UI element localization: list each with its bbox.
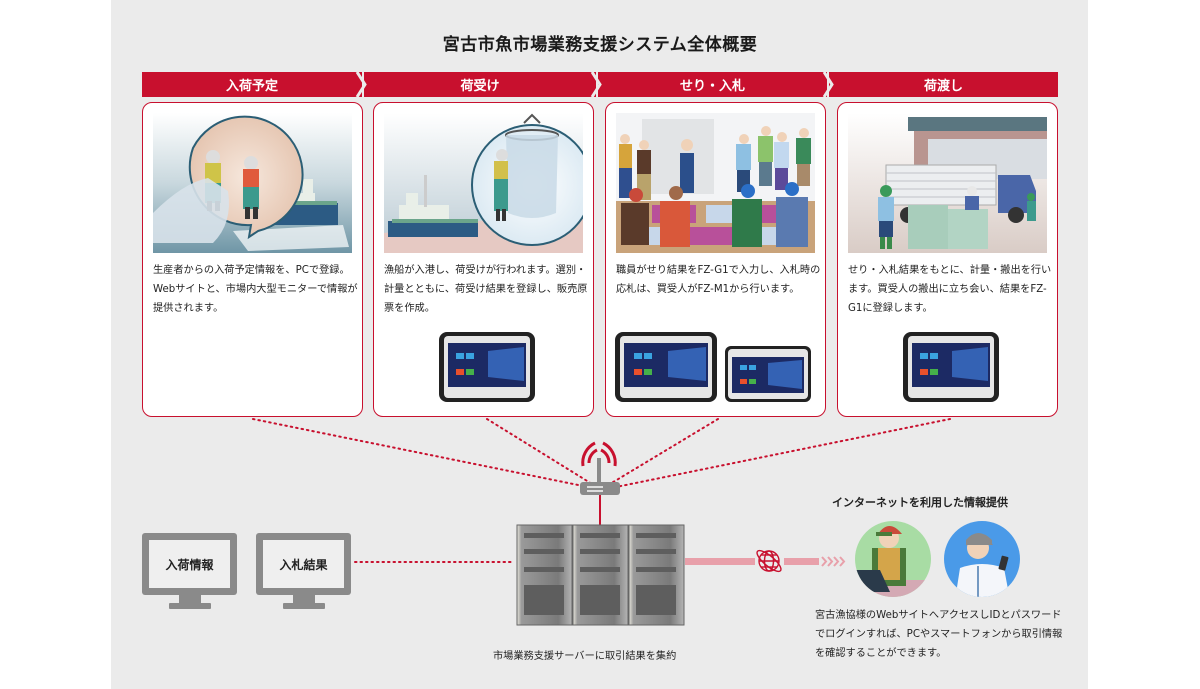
monitor-label: 入荷情報 — [149, 540, 230, 588]
chevron-right-icon — [590, 72, 602, 97]
chevron-right-icon — [822, 72, 834, 97]
diagram-title: 宮古市魚市場業務支援システム全体概要 — [442, 35, 758, 55]
step-description: 職員がせり結果をFZ-G1で入力し、入札時の応札は、買受人がFZ-M1から行いま… — [616, 265, 821, 295]
step-card-3: 職員がせり結果をFZ-G1で入力し、入札時の応札は、買受人がFZ-M1から行いま… — [605, 102, 826, 417]
link-line-card-1 — [252, 418, 589, 488]
step-description: 漁船が入港し、荷受けが行われます。選別・計量とともに、荷受け結果を登録し、販売原… — [384, 265, 588, 314]
shipping-illustration — [848, 113, 1047, 253]
unloading-illustration — [384, 113, 583, 253]
process-step-bar: 入荷予定 荷受け せり・入札 荷渡し — [142, 72, 1058, 97]
step-header-2: 荷受け — [364, 72, 596, 97]
wireless-router-icon — [580, 441, 620, 495]
internet-section-title: インターネットを利用した情報提供 — [832, 496, 1008, 509]
internet-link-line — [685, 558, 755, 565]
link-line-card-3 — [609, 418, 719, 485]
tablet-fz-g1-icon — [615, 332, 717, 402]
server-caption: 市場業務支援サーバーに取引結果を集約 — [493, 651, 677, 662]
arrow-chevrons-icon — [821, 556, 846, 567]
step-description: せり・入札結果をもとに、計量・搬出を行います。買受人の搬出に立ち会い、結果をFZ… — [848, 265, 1052, 314]
globe-icon — [756, 549, 782, 573]
fishermen-illustration — [153, 113, 352, 253]
tablet-fz-m1-icon — [725, 346, 811, 402]
step-header-1: 入荷予定 — [142, 72, 362, 97]
link-line-card-2 — [486, 418, 593, 485]
auction-illustration — [616, 113, 815, 253]
internet-link-line — [784, 558, 819, 565]
internet-description: 宮古漁協様のWebサイトへアクセスしIDとパスワードでログインすれば、PCやスマ… — [815, 610, 1063, 659]
step-card-4: せり・入札結果をもとに、計量・搬出を行います。買受人の搬出に立ち会い、結果をFZ… — [837, 102, 1058, 417]
step-description: 生産者からの入荷予定情報を、PCで登録。Webサイトと、市場内大型モニターで情報… — [153, 265, 358, 314]
monitor-label: 入札結果 — [263, 540, 344, 588]
step-card-2: 漁船が入港し、荷受けが行われます。選別・計量とともに、荷受け結果を登録し、販売原… — [373, 102, 594, 417]
monitor-arrival-info: 入荷情報 — [142, 533, 237, 609]
user-with-smartphone-avatar — [944, 521, 1020, 597]
chevron-right-icon — [355, 72, 367, 97]
tablet-fz-g1-icon — [439, 332, 535, 402]
monitor-bid-results: 入札結果 — [256, 533, 351, 609]
step-header-4: 荷渡し — [829, 72, 1058, 97]
link-line-card-4 — [615, 418, 951, 488]
tablet-fz-g1-icon — [903, 332, 999, 402]
step-header-3: せり・入札 — [598, 72, 827, 97]
server-rack-icon — [516, 524, 685, 626]
step-card-1: 生産者からの入荷予定情報を、PCで登録。Webサイトと、市場内大型モニターで情報… — [142, 102, 363, 417]
user-with-laptop-avatar — [855, 521, 931, 597]
